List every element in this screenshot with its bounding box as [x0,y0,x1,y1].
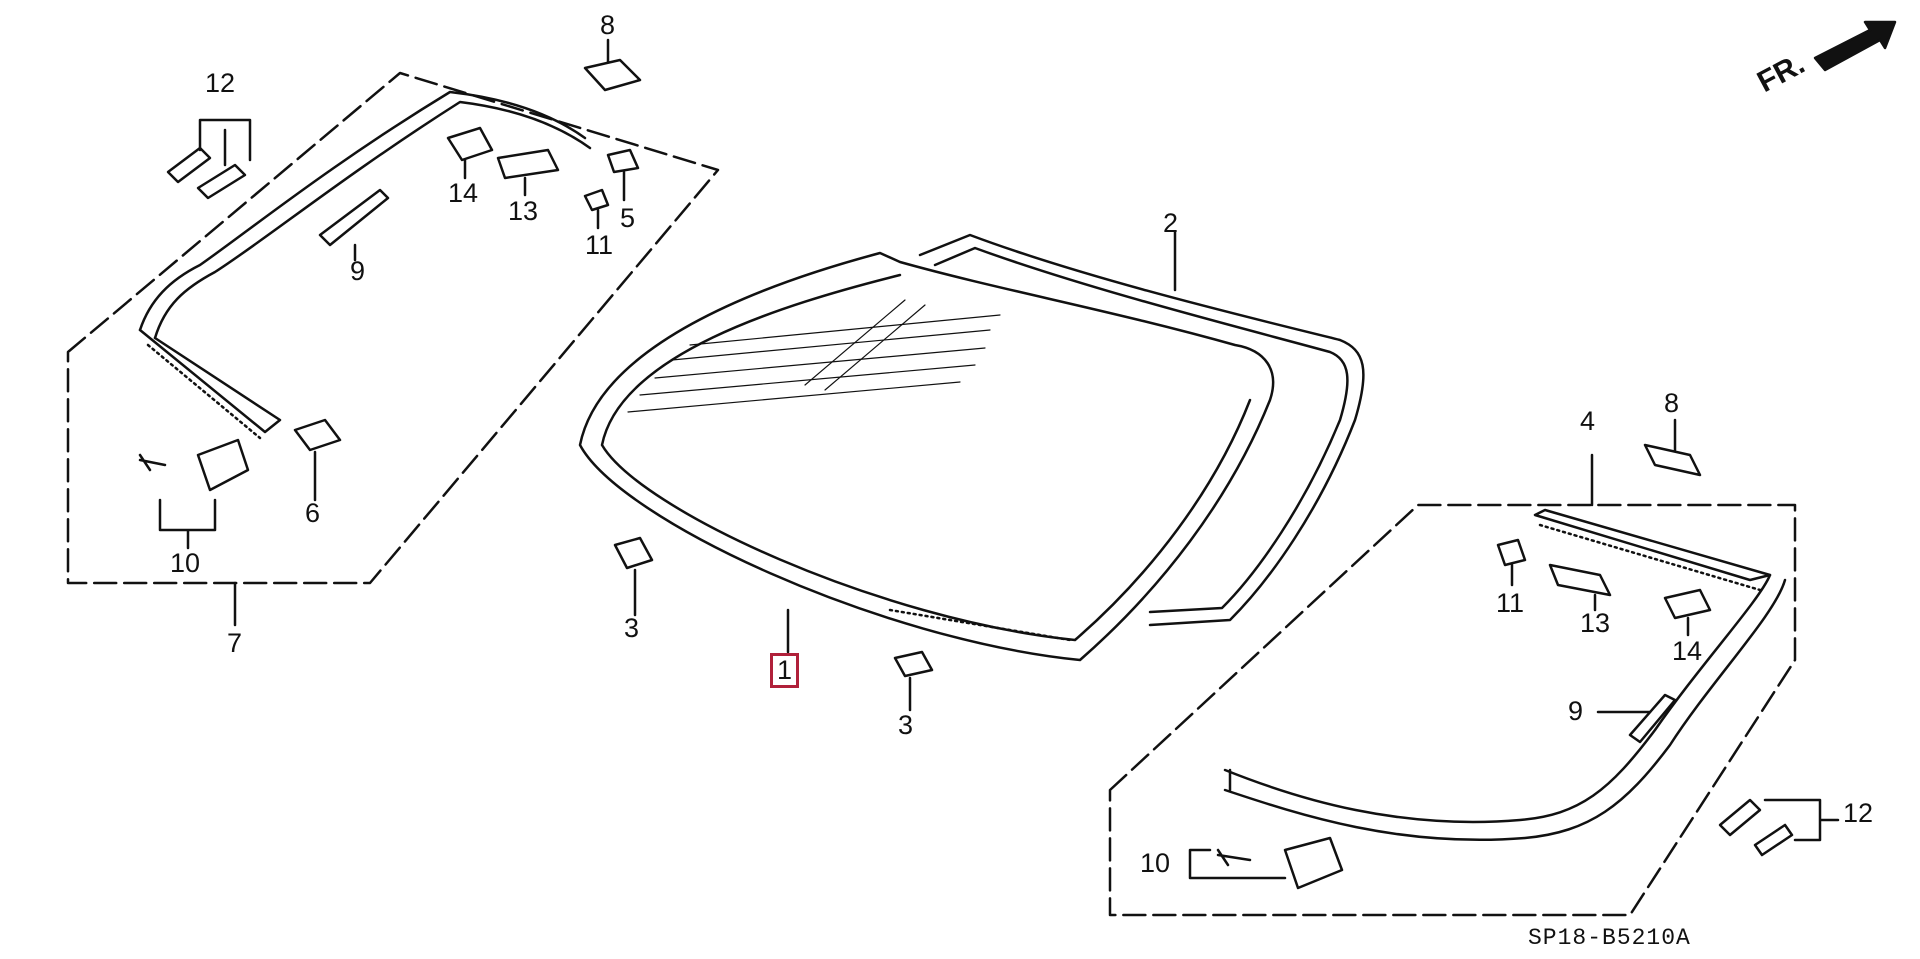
callout-13-left: 13 [508,196,539,226]
part-5-left-clip [606,148,640,202]
callout-14-left: 14 [448,178,479,208]
part-13-left-clip [496,148,560,197]
callout-11-right: 11 [1496,588,1525,618]
callout-10-right: 10 [1140,848,1171,878]
part-14-left-clip [446,126,494,180]
callout-12-right: 12 [1843,798,1874,828]
callout-14-right: 14 [1672,636,1703,666]
windshield-dam-rubber [918,230,1365,627]
callout-13-right: 13 [1580,608,1611,638]
callout-2: 2 [1163,208,1179,238]
part-3-clip-left [613,536,654,617]
right-assembly-outline [1108,503,1797,917]
part-12-right-clips [1718,798,1840,857]
callout-7: 7 [227,628,243,658]
callout-11-left: 11 [585,230,614,260]
callout-9-right: 9 [1568,696,1584,726]
part-8-right-clip [1643,418,1702,477]
part-8-top-clip [583,38,642,92]
left-molding-strip [138,90,592,440]
callout-8-right: 8 [1664,388,1680,418]
callout-1-highlighted[interactable]: 1 [770,653,800,688]
part-6-left-clip [293,418,342,502]
front-direction-arrow [1813,20,1897,72]
part-10-right-fasteners [1188,836,1344,890]
part-13-right-clip [1548,563,1612,612]
part-9-right-clip [1596,693,1677,744]
callout-8-top: 8 [600,10,616,40]
part-14-right-clip [1663,588,1712,637]
right-molding-strip [1223,508,1787,842]
callout-12-left: 12 [205,68,236,98]
part-12-left-clips [166,118,252,200]
callout-6-left: 6 [305,498,321,528]
diagram-code: SP18-B5210A [1528,925,1691,951]
part-11-right-clip [1496,538,1527,587]
callout-4: 4 [1580,406,1596,436]
windshield-glass [578,251,1275,662]
callout-3-left: 3 [624,613,640,643]
part-3-clip-right [893,650,934,712]
part-11-left-clip [583,188,610,230]
callout-3-right: 3 [898,710,914,740]
part-10-left-fasteners [138,438,250,550]
left-assembly-outline [66,71,720,585]
callout-9-left: 9 [350,256,366,286]
part-9-left-clip [318,188,390,262]
callout-5-left: 5 [620,203,636,233]
callout-10-left: 10 [170,548,201,578]
